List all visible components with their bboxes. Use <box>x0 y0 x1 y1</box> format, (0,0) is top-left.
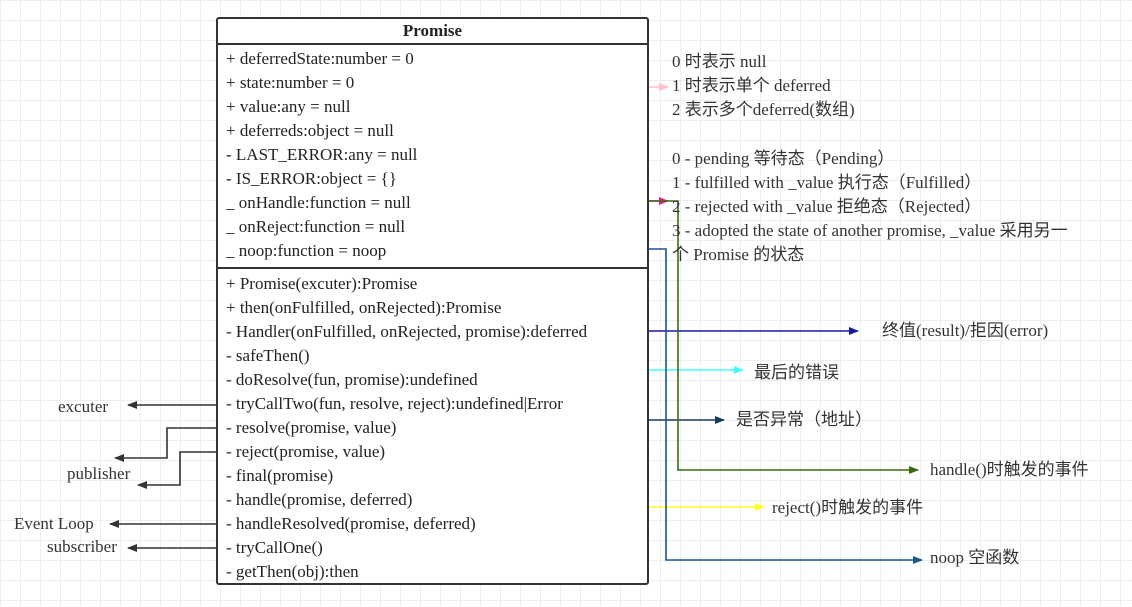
method-handler: - Handler(onFulfilled, onRejected, promi… <box>226 322 588 341</box>
attr-deferred-state: + deferredState:number = 0 <box>226 49 414 68</box>
label-publisher: publisher <box>67 464 131 483</box>
note-is-error: 是否异常（地址） <box>736 410 872 429</box>
method-handle: - handle(promise, deferred) <box>226 490 413 509</box>
method-try-call-one: - tryCallOne() <box>226 538 323 557</box>
note-last-error: 最后的错误 <box>754 363 839 382</box>
note-deferred-state-1: 1 时表示单个 deferred <box>672 76 831 95</box>
connector-reject-publisher <box>137 451 218 489</box>
attr-noop: _ noop:function = noop <box>226 241 387 260</box>
note-noop: noop 空函数 <box>930 548 1020 567</box>
note-on-handle: handle()时触发的事件 <box>930 460 1089 479</box>
class-title: Promise <box>218 19 647 45</box>
label-excuter: excuter <box>58 397 109 416</box>
connector-resolve-publisher <box>114 427 218 462</box>
method-resolve: - resolve(promise, value) <box>226 418 397 437</box>
note-state-1: 1 - fulfilled with _value 执行态（Fulfilled） <box>672 173 982 192</box>
label-subscriber: subscriber <box>47 537 117 556</box>
note-value: 终值(result)/拒因(error) <box>882 321 1049 340</box>
methods-section: + Promise(excuter):Promise + then(onFulf… <box>218 269 647 584</box>
note-deferred-state-0: 0 时表示 null <box>672 52 767 71</box>
note-state-0: 0 - pending 等待态（Pending） <box>672 149 895 168</box>
label-event-loop: Event Loop <box>14 514 94 533</box>
note-state-3: 3 - adopted the state of another promise… <box>672 221 1068 240</box>
attr-state: + state:number = 0 <box>226 73 355 92</box>
method-reject: - reject(promise, value) <box>226 442 386 461</box>
promise-class-box: Promise + deferredState:number = 0 + sta… <box>216 17 649 585</box>
attr-on-reject: _ onReject:function = null <box>226 217 406 236</box>
attr-value: + value:any = null <box>226 97 351 116</box>
attributes-section: + deferredState:number = 0 + state:numbe… <box>218 45 647 269</box>
method-final: - final(promise) <box>226 466 334 485</box>
method-promise: + Promise(excuter):Promise <box>226 274 418 293</box>
note-state-2: 2 - rejected with _value 拒绝态（Rejected） <box>672 197 982 216</box>
method-try-call-two: - tryCallTwo(fun, resolve, reject):undef… <box>226 394 563 413</box>
attr-last-error: - LAST_ERROR:any = null <box>226 145 418 164</box>
note-deferred-state-2: 2 表示多个deferred(数组) <box>672 100 855 119</box>
attr-on-handle: _ onHandle:function = null <box>226 193 411 212</box>
method-then: + then(onFulfilled, onRejected):Promise <box>226 298 502 317</box>
method-get-then: - getThen(obj):then <box>226 562 359 581</box>
note-state-4: 个 Promise 的状态 <box>672 245 805 264</box>
attr-is-error: - IS_ERROR:object = {} <box>226 169 397 188</box>
note-on-reject: reject()时触发的事件 <box>772 498 924 517</box>
method-handle-resolved: - handleResolved(promise, deferred) <box>226 514 476 533</box>
method-do-resolve: - doResolve(fun, promise):undefined <box>226 370 478 389</box>
attr-deferreds: + deferreds:object = null <box>226 121 394 140</box>
method-safe-then: - safeThen() <box>226 346 310 365</box>
